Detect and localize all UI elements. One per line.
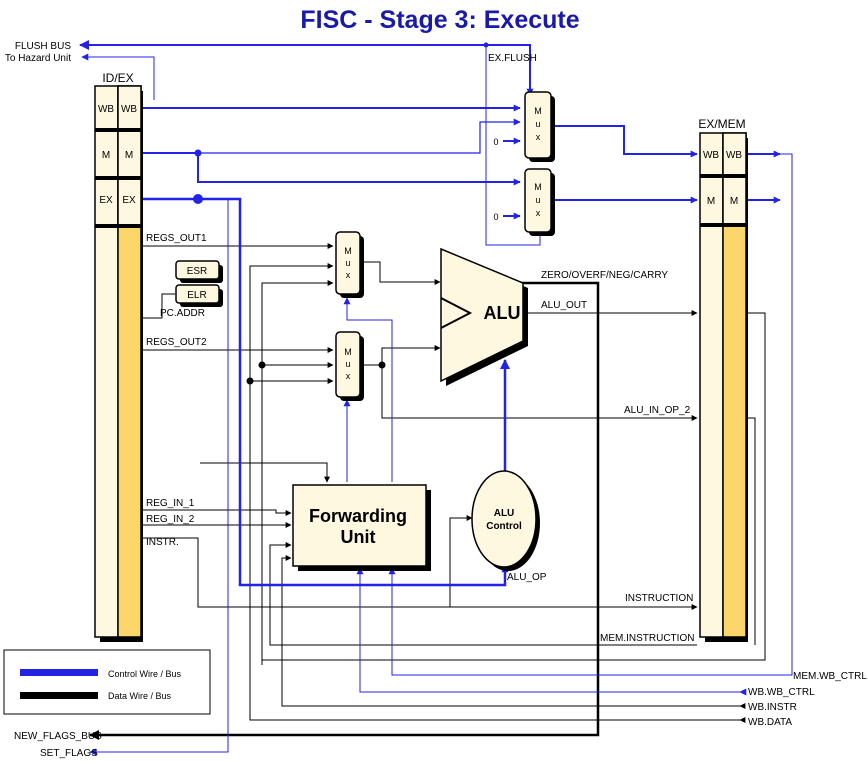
- wb-instr-label: WB.INSTR: [748, 702, 797, 713]
- mux-alu-a: M u x: [335, 231, 364, 298]
- ex-mem-wb-left: WB: [703, 150, 719, 161]
- id-ex-ex-right: EX: [122, 195, 136, 206]
- elr-register: ELR: [175, 284, 223, 307]
- id-ex-wb-right: WB: [121, 104, 137, 115]
- wb-input-arrows: [739, 688, 747, 723]
- mux-m-letter-m: M: [534, 182, 542, 192]
- ex-mem-m-right: M: [730, 196, 738, 207]
- ex-mem-label: EX/MEM: [698, 117, 745, 131]
- new-flags-bus-label: NEW_FLAGS_BUS: [14, 731, 102, 742]
- mux-alu-b-letter-m: M: [344, 347, 352, 357]
- wb-wb-ctrl-label: WB.WB_CTRL: [748, 687, 815, 698]
- mux-wb-zero: 0: [493, 137, 498, 147]
- legend-data-label: Data Wire / Bus: [108, 691, 172, 701]
- elr-label: ELR: [187, 290, 206, 301]
- mux-alu-a-letter-x: x: [346, 270, 351, 280]
- control-wires: [79, 40, 793, 756]
- mux-m-zero: 0: [493, 212, 498, 222]
- mux-alu-a-letter-u: u: [345, 258, 350, 268]
- forwarding-label-line2: Unit: [341, 527, 376, 547]
- legend-control-swatch: [20, 669, 98, 676]
- alu-out-label: ALU_OUT: [541, 300, 587, 311]
- instr-label: INSTR.: [146, 537, 179, 548]
- mux-wb: M u x: [524, 91, 555, 162]
- page-title: FISC - Stage 3: Execute: [300, 6, 579, 34]
- mux-m-letter-u: u: [535, 195, 540, 205]
- alu-control: ALU Control: [471, 470, 540, 571]
- alu-label: ALU: [484, 303, 521, 323]
- esr-register: ESR: [175, 260, 223, 283]
- mem-instruction-label: MEM.INSTRUCTION: [600, 633, 694, 644]
- junction-dots: [193, 42, 489, 385]
- alu: ALU: [440, 247, 528, 386]
- regs-out2-label: REGS_OUT2: [146, 337, 207, 348]
- id-ex-register: ID/EX WB WB M M EX EX: [94, 71, 143, 642]
- data-wires: [89, 243, 766, 740]
- signal-labels: FLUSH BUS To Hazard Unit EX.FLUSH REGS_O…: [5, 41, 867, 759]
- ex-mem-m-left: M: [707, 196, 715, 207]
- ex-mem-register: EX/MEM WB WB M M: [698, 117, 748, 642]
- id-ex-wb-left: WB: [98, 104, 114, 115]
- mux-wb-letter-x: x: [536, 132, 541, 142]
- mux-m: M u x: [524, 168, 555, 236]
- mux-wb-letter-u: u: [535, 119, 540, 129]
- id-ex-label: ID/EX: [102, 71, 133, 85]
- reg-in-2-label: REG_IN_2: [146, 514, 195, 525]
- ex-mem-wb-right: WB: [726, 150, 742, 161]
- esr-label: ESR: [187, 266, 208, 277]
- flush-bus-label: FLUSH BUS: [15, 41, 71, 52]
- mux-alu-b: M u x: [335, 331, 364, 401]
- wb-data-label: WB.DATA: [748, 717, 792, 728]
- alu-in-op-2-label: ALU_IN_OP_2: [624, 405, 691, 416]
- to-hazard-label: To Hazard Unit: [5, 53, 71, 64]
- id-ex-m-right: M: [125, 150, 133, 161]
- reg-in-1-label: REG_IN_1: [146, 498, 195, 509]
- set-flags-label: SET_FLAGS: [40, 748, 98, 759]
- legend-control-label: Control Wire / Bus: [108, 669, 182, 679]
- pc-addr-label: PC.ADDR: [160, 308, 205, 319]
- alu-control-label-line1: ALU: [494, 508, 515, 519]
- id-ex-m-left: M: [102, 150, 110, 161]
- mux-alu-b-letter-x: x: [346, 371, 351, 381]
- regs-out1-label: REGS_OUT1: [146, 233, 207, 244]
- zero-flags-label: ZERO/OVERF/NEG/CARRY: [541, 270, 668, 281]
- ex-flush-label: EX.FLUSH: [488, 53, 537, 64]
- legend: Control Wire / Bus Data Wire / Bus: [3, 649, 211, 715]
- legend-data-swatch: [20, 692, 98, 699]
- alu-control-label-line2: Control: [486, 521, 522, 532]
- forwarding-label-line1: Forwarding: [309, 506, 407, 526]
- mux-wb-letter-m: M: [534, 106, 542, 116]
- mux-m-letter-x: x: [536, 208, 541, 218]
- mem-wb-ctrl-label: MEM.WB_CTRL: [793, 671, 867, 682]
- alu-op-label: ALU_OP: [507, 572, 547, 583]
- forwarding-unit: Forwarding Unit: [292, 484, 431, 571]
- instruction-label: INSTRUCTION: [625, 593, 693, 604]
- mux-alu-a-letter-m: M: [344, 246, 352, 256]
- id-ex-ex-left: EX: [99, 195, 113, 206]
- mux-alu-b-letter-u: u: [345, 359, 350, 369]
